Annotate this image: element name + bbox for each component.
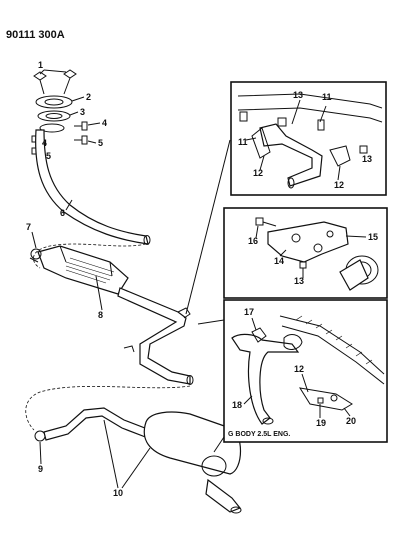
- callout-13-box2: 13: [294, 276, 304, 286]
- callout-6: 6: [60, 208, 65, 218]
- callout-20: 20: [346, 416, 356, 426]
- callout-4-left: 4: [42, 138, 47, 148]
- callout-5-left: 5: [46, 151, 51, 161]
- callout-8: 8: [98, 310, 103, 320]
- callout-15: 15: [368, 232, 378, 242]
- intermediate-pipe: [117, 287, 194, 385]
- callout-4-right: 4: [102, 118, 107, 128]
- callout-19: 19: [316, 418, 326, 428]
- inset-hanger-bracket: [230, 81, 387, 196]
- callout-12-left: 12: [253, 168, 263, 178]
- callout-13-box1: 13: [362, 154, 372, 164]
- callout-5-right: 5: [98, 138, 103, 148]
- inset-caption: G BODY 2.5L ENG.: [228, 431, 290, 438]
- callout-18: 18: [232, 400, 242, 410]
- callout-labels: 1 2 3 4 4 5 5 6 7 8 9 10 11 11 12 12 13 …: [26, 60, 378, 498]
- leader-box2: [197, 319, 225, 325]
- routing-line-rear: [25, 385, 191, 431]
- document-code: 90111 300A: [6, 29, 65, 41]
- inset-g-body-engine: [223, 299, 388, 443]
- callout-13-top: 13: [293, 90, 303, 100]
- callout-12-box3: 12: [294, 364, 304, 374]
- callout-11-left: 11: [238, 137, 248, 147]
- callout-11-right: 11: [322, 92, 332, 102]
- catalytic-converter: [29, 245, 129, 295]
- muffler-assembly: [34, 407, 242, 514]
- routing-line-front: [33, 243, 147, 269]
- callout-16: 16: [248, 236, 258, 246]
- inset-heat-shield: [223, 207, 388, 299]
- callout-14: 14: [274, 256, 284, 266]
- callout-17: 17: [244, 307, 254, 317]
- front-exhaust-pipe: [35, 129, 151, 245]
- manifold-flange-assembly: [31, 69, 88, 155]
- callout-9: 9: [38, 464, 43, 474]
- callout-1: 1: [38, 60, 43, 70]
- callout-12-right: 12: [334, 180, 344, 190]
- leader-box1: [185, 139, 231, 315]
- callout-3: 3: [80, 107, 85, 117]
- callout-2: 2: [86, 92, 91, 102]
- callout-7: 7: [26, 222, 31, 232]
- callout-10: 10: [113, 488, 123, 498]
